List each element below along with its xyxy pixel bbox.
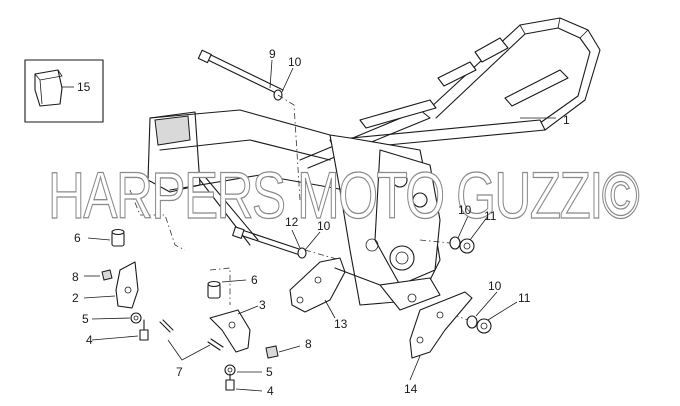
callout-4-left: 4 xyxy=(86,333,93,347)
bracket-13 xyxy=(289,257,381,319)
callout-14: 14 xyxy=(404,382,418,396)
bolt-12 xyxy=(232,226,341,261)
callout-8-left: 8 xyxy=(72,270,79,284)
bolt-9 xyxy=(197,49,301,201)
callout-6-left: 6 xyxy=(74,231,81,245)
callout-11-lower: 11 xyxy=(518,291,531,305)
callout-10-top: 10 xyxy=(288,55,302,69)
callout-13: 13 xyxy=(334,317,348,331)
right-washers xyxy=(419,215,518,334)
callout-5-center: 5 xyxy=(266,365,273,379)
callout-12: 12 xyxy=(285,215,299,229)
callout-15: 15 xyxy=(77,80,91,94)
callout-11-right: 11 xyxy=(484,209,497,223)
callout-2: 2 xyxy=(72,291,79,305)
left-small-parts xyxy=(83,189,224,361)
main-frame xyxy=(147,17,601,311)
callout-4-center: 4 xyxy=(267,384,274,398)
callout-9: 9 xyxy=(269,47,276,61)
callout-7: 7 xyxy=(176,365,183,379)
bracket-14 xyxy=(409,291,473,381)
callout-10-right: 10 xyxy=(458,203,472,217)
callout-6-center: 6 xyxy=(251,273,258,287)
callout-3: 3 xyxy=(259,298,266,312)
watermark-text: HARPERS MOTO GUZZI© xyxy=(48,158,639,232)
callout-8-center: 8 xyxy=(305,337,312,351)
callout-5-left: 5 xyxy=(82,312,89,326)
center-small-parts xyxy=(207,267,301,392)
callout-10-mid: 10 xyxy=(317,219,331,233)
callout-1: 1 xyxy=(563,113,570,127)
callout-10-lower: 10 xyxy=(488,279,502,293)
part-15-inset-box xyxy=(24,59,104,123)
